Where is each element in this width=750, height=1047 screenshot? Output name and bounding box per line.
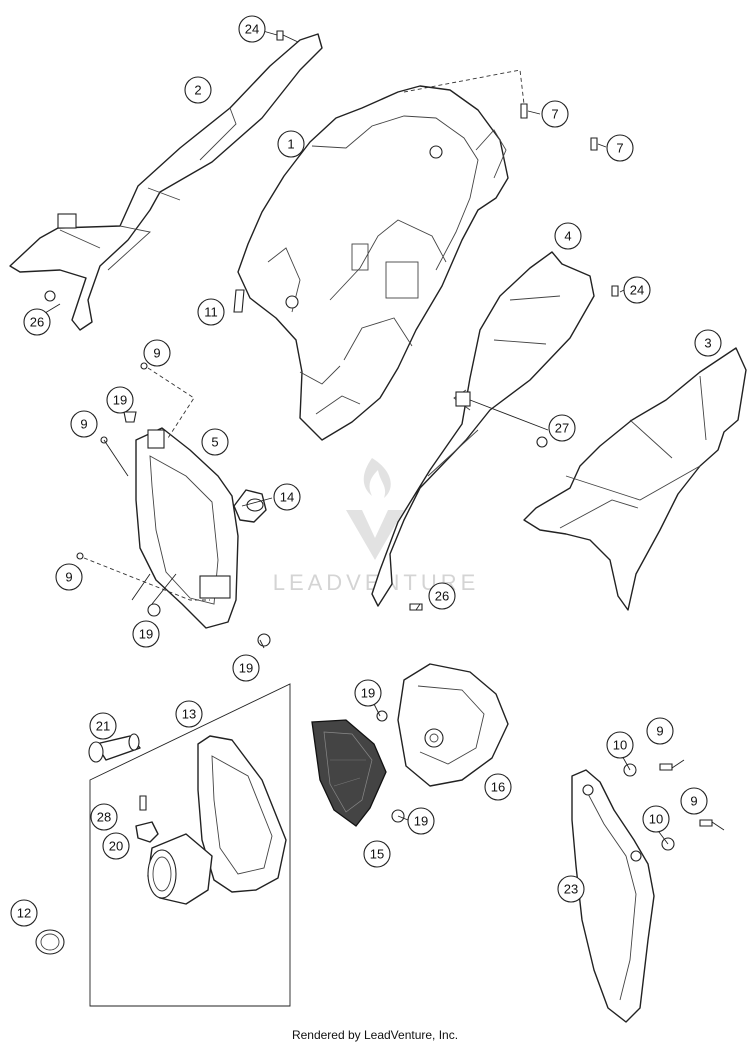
part-11-fastener xyxy=(233,289,245,313)
svg-text:23: 23 xyxy=(564,882,578,897)
callout-21: 21 xyxy=(89,712,117,740)
svg-text:9: 9 xyxy=(656,724,663,739)
svg-text:21: 21 xyxy=(96,719,110,734)
svg-text:16: 16 xyxy=(491,780,505,795)
svg-text:19: 19 xyxy=(113,393,127,408)
watermark-flame-icon xyxy=(363,458,391,498)
callout-24-a: 24 xyxy=(238,15,266,43)
part-21-plug xyxy=(88,733,141,763)
callout-19-e: 19 xyxy=(407,807,435,835)
part-1-airbox-frame xyxy=(237,85,509,441)
callout-26-b: 26 xyxy=(428,582,456,610)
svg-text:19: 19 xyxy=(361,686,375,701)
svg-text:7: 7 xyxy=(551,107,558,122)
svg-text:5: 5 xyxy=(211,435,218,450)
svg-text:4: 4 xyxy=(564,229,571,244)
svg-text:10: 10 xyxy=(649,812,663,827)
callout-19-c: 19 xyxy=(232,654,260,682)
callout-9-a: 9 xyxy=(143,339,171,367)
svg-text:26: 26 xyxy=(435,589,449,604)
part-16-filter-cover xyxy=(397,663,509,787)
callout-9-b: 9 xyxy=(70,410,98,438)
callout-28: 28 xyxy=(90,803,118,831)
callout-19-d: 19 xyxy=(354,679,382,707)
part-4-right-spoiler xyxy=(371,251,595,607)
callout-1: 1 xyxy=(277,130,305,158)
watermark-v-icon xyxy=(346,510,404,560)
part-2-left-spoiler xyxy=(9,33,323,331)
callout-10-b: 10 xyxy=(642,805,670,833)
callout-4: 4 xyxy=(554,222,582,250)
svg-text:24: 24 xyxy=(245,22,259,37)
callout-13: 13 xyxy=(175,700,203,728)
callout-15: 15 xyxy=(363,840,391,868)
part-20-elbow xyxy=(135,821,159,843)
svg-text:13: 13 xyxy=(182,707,196,722)
svg-text:26: 26 xyxy=(30,315,44,330)
part-3-right-shroud xyxy=(523,347,747,611)
svg-text:14: 14 xyxy=(280,490,294,505)
callout-9-e: 9 xyxy=(680,787,708,815)
svg-text:9: 9 xyxy=(80,417,87,432)
svg-text:24: 24 xyxy=(630,283,644,298)
svg-text:28: 28 xyxy=(97,810,111,825)
callout-2: 2 xyxy=(184,76,212,104)
svg-text:19: 19 xyxy=(239,661,253,676)
callout-10-a: 10 xyxy=(606,731,634,759)
callout-12: 12 xyxy=(10,899,38,927)
callout-24-b: 24 xyxy=(623,276,651,304)
svg-text:9: 9 xyxy=(690,794,697,809)
svg-text:9: 9 xyxy=(153,346,160,361)
callout-19-a: 19 xyxy=(106,386,134,414)
svg-text:20: 20 xyxy=(109,839,123,854)
callout-3: 3 xyxy=(694,329,722,357)
callout-7-a: 7 xyxy=(541,100,569,128)
callout-26-a: 26 xyxy=(23,308,51,336)
svg-text:19: 19 xyxy=(139,627,153,642)
svg-text:3: 3 xyxy=(704,336,711,351)
svg-text:27: 27 xyxy=(555,421,569,436)
part-5-filter-holder xyxy=(135,427,239,629)
part-28-screw xyxy=(139,795,147,811)
svg-text:9: 9 xyxy=(65,570,72,585)
svg-text:7: 7 xyxy=(616,141,623,156)
callout-20: 20 xyxy=(102,832,130,860)
svg-text:11: 11 xyxy=(204,305,218,320)
svg-text:1: 1 xyxy=(287,137,294,152)
callout-5: 5 xyxy=(201,428,229,456)
svg-text:12: 12 xyxy=(17,906,31,921)
callout-7-b: 7 xyxy=(606,134,634,162)
callout-19-b: 19 xyxy=(132,620,160,648)
callouts: 24 2 1 7 7 4 24 26 11 9 19 5 9 14 27 3 9… xyxy=(10,15,722,927)
watermark: LEADVENTURE xyxy=(273,458,475,595)
svg-text:2: 2 xyxy=(194,83,201,98)
part-13-intake-box xyxy=(89,683,291,1007)
part-15-air-filter xyxy=(311,719,387,827)
svg-text:10: 10 xyxy=(613,738,627,753)
callout-23: 23 xyxy=(557,875,585,903)
part-14-vent-fitting xyxy=(233,489,267,523)
part-23-side-panel xyxy=(571,769,655,1023)
footer-credit: Rendered by LeadVenture, Inc. xyxy=(291,1028,459,1042)
svg-text:19: 19 xyxy=(414,814,428,829)
callout-9-d: 9 xyxy=(646,717,674,745)
hardware xyxy=(44,30,713,851)
callout-11: 11 xyxy=(197,298,225,326)
callout-9-c: 9 xyxy=(55,563,83,591)
callout-16: 16 xyxy=(484,773,512,801)
svg-text:15: 15 xyxy=(370,847,384,862)
callout-27: 27 xyxy=(548,414,576,442)
leader-lines xyxy=(39,30,725,845)
callout-14: 14 xyxy=(273,483,301,511)
part-12-hose-clamp xyxy=(35,929,65,955)
